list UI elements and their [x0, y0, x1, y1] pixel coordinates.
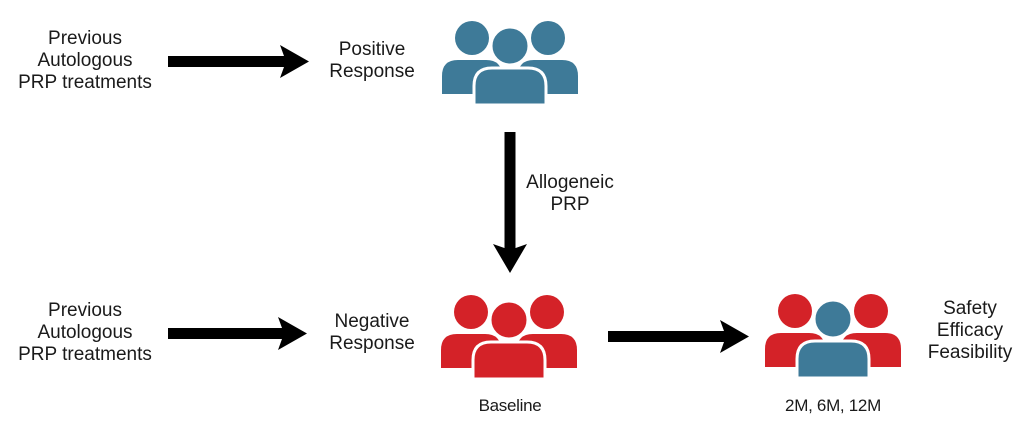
allogeneic-line-2: PRP: [550, 194, 590, 215]
negative-line-1: Negative: [334, 311, 410, 332]
top-source-line-2: Autologous: [37, 50, 133, 71]
positive-line-2: Response: [329, 61, 415, 82]
negative-line-2: Response: [329, 333, 415, 354]
baseline-caption: Baseline: [478, 396, 542, 415]
baseline-group-icon: [441, 295, 577, 381]
negative-response-label: Negative Response: [312, 311, 432, 355]
bottom-source-line-3: PRP treatments: [18, 344, 152, 365]
positive-line-1: Positive: [338, 39, 406, 60]
positive-response-group-icon: [442, 21, 578, 107]
top-source-line-1: Previous: [48, 28, 122, 49]
top-right-arrow: [168, 45, 309, 78]
positive-response-label: Positive Response: [312, 39, 432, 83]
allogeneic-line-1: Allogeneic: [526, 172, 614, 193]
endpoints-label: Safety Efficacy Feasibility: [915, 298, 1021, 364]
top-source-label: Previous Autologous PRP treatments: [5, 28, 165, 94]
bottom-source-label: Previous Autologous PRP treatments: [5, 300, 165, 366]
bottom-left-arrow: [168, 317, 307, 350]
allogeneic-prp-label: Allogeneic PRP: [515, 172, 625, 216]
top-source-line-3: PRP treatments: [18, 72, 152, 93]
bottom-source-line-2: Autologous: [37, 322, 133, 343]
endpoint-safety: Safety: [943, 298, 997, 319]
followup-arrow: [608, 320, 749, 353]
followup-caption: 2M, 6M, 12M: [785, 396, 881, 415]
down-arrow: [493, 132, 527, 273]
bottom-source-line-1: Previous: [48, 300, 122, 321]
endpoint-feasibility: Feasibility: [927, 342, 1013, 363]
followup-group-icon: [765, 294, 901, 380]
endpoint-efficacy: Efficacy: [936, 320, 1004, 341]
